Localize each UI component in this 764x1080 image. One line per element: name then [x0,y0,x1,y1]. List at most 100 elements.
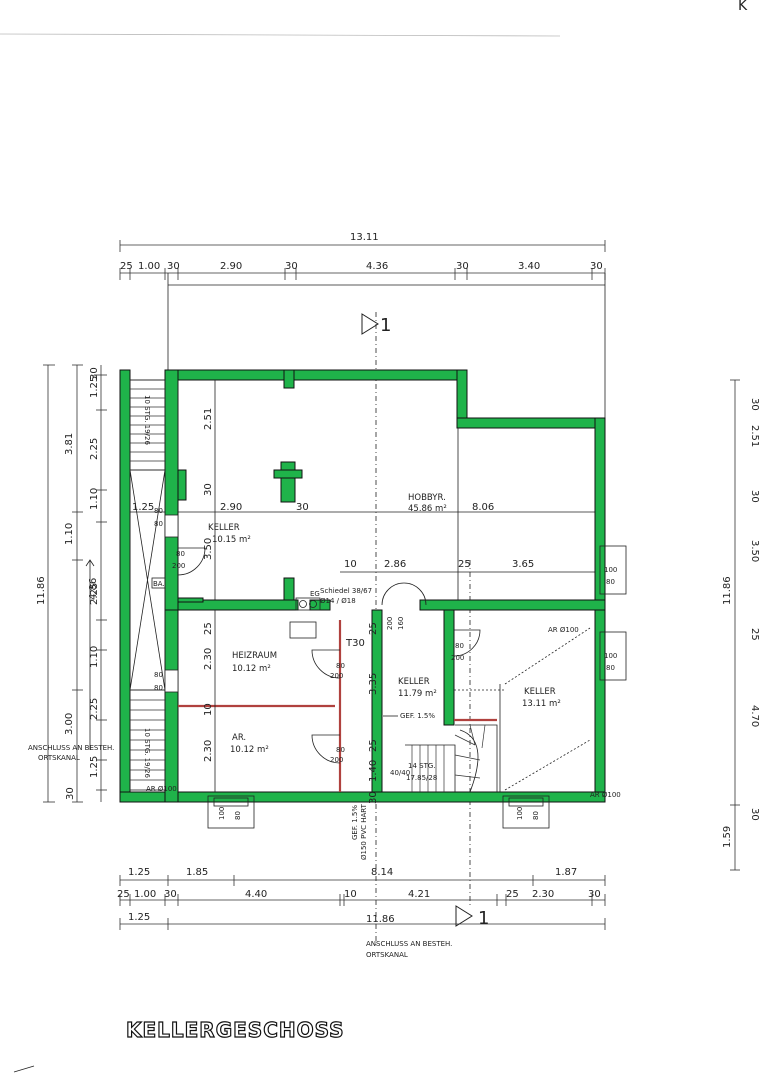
walls [119,369,606,803]
inner-dim: 8.06 [472,502,494,513]
ba-label: BA. [153,580,165,588]
dim-right-total: 11.86 [722,576,733,605]
stair-label: 10 STG. 19/26 [143,395,151,445]
doors [164,514,481,764]
window-label: 80 [532,811,540,820]
annotations: Schiedel 38/67 Ø14 / Ø18 T30 AR Ø100 AR … [28,559,621,959]
room-area-ar: 10.12 m² [230,745,269,755]
room-name-ar: AR. [232,733,246,743]
inner-dim: 2.30 [203,740,214,762]
dim-bottom-row2: 1.00 [134,889,156,900]
dim-top-seg: 30 [590,261,603,272]
window-label: 100 [516,807,524,820]
dim-right-inner: 2.51 [749,425,760,447]
dim-left-inner: 2.25 [89,438,100,460]
room-name-keller2: KELLER [398,677,430,687]
dim-left-inner: 1.25 [89,756,100,778]
room-name-hobby: HOBBYR. [408,493,446,503]
room-area-heiz: 10.12 m² [232,664,271,674]
stair-inner-ratio: 17.85/28 [406,774,437,782]
door-label: 200 [386,617,394,630]
anschluss-bottom-line1: ANSCHLUSS AN BESTEH. [366,940,452,948]
plan-title: KELLERGESCHOSS [125,1017,345,1042]
door-label: 80 [176,550,185,558]
window-label: 100 [604,652,617,660]
inner-dim: 2.90 [220,502,242,513]
door-label: 200 [330,756,343,764]
room-area-keller1: 10.15 m² [212,535,251,545]
inner-dim: 3.35 [368,673,379,695]
window-label: 100 [604,566,617,574]
section-marker-top: 1 [380,315,391,336]
inner-dim: 1.40 [368,760,379,782]
dim-left-inner: 2.25 [89,583,100,605]
inner-dim: 25 [203,622,214,635]
door-label: 80 [154,671,163,679]
chimney: EG [289,590,321,639]
dim-bottom-row1: 1.25 [128,867,150,878]
schiedel-sub-label: Ø14 / Ø18 [320,597,356,605]
inner-dim: 2.86 [384,559,406,570]
dim-left-mid: 4.86 [88,578,99,600]
ar-label: AR Ø100 [146,785,177,793]
t30-label: T30 [345,638,365,649]
anschluss-left-line2: ORTSKANAL [38,754,80,762]
inner-dim: 3.50 [203,538,214,560]
door-label: 200 [451,654,464,662]
stair-label: 10 STG. 19/26 [143,728,151,778]
door-label: 80 [154,684,163,692]
room-name-keller1: KELLER [208,523,240,533]
gef-label: GEF. 1.5% [400,712,435,720]
dim-left-inner: 2.25 [89,698,100,720]
gef-vertical-label: GEF. 1.5% [351,805,359,840]
dim-bottom-row3: 11.86 [366,914,395,925]
dim-bottom-row2: 2.30 [532,889,554,900]
right-dimensions: 11.86 1.59 30 2.51 30 3.50 25 4.70 30 [722,379,760,871]
inner-dim: 10 [344,559,357,570]
stair-inner: 14 STG. 17.85/28 [405,724,498,793]
door-labels: 80 200 80 200 80 200 80 200 200 160 80 8… [154,507,464,764]
dim-right-inner: 25 [749,628,760,641]
room-name-keller3: KELLER [524,687,556,697]
inner-dim: 30 [203,483,214,496]
inner-dim: 10 [203,703,214,716]
top-dimensions: 13.11 25 1.00 30 2.90 30 4.36 30 3.40 30 [119,232,606,420]
dim-left-inner: 30 [89,367,100,380]
door-label: 80 [336,746,345,754]
dim-bottom-row1: 1.87 [555,867,577,878]
room-area-keller2: 11.79 m² [398,689,437,699]
window-label: 100 [218,807,226,820]
stair-upper-left: 10 STG. 19/26 [129,379,166,471]
stair-inner-label: 14 STG. [408,762,436,770]
dim-bottom-row2: 30 [164,889,177,900]
inner-dim: 30 [296,502,309,513]
inner-dim: 25 [368,739,379,752]
section-marker-bottom: 1 [478,908,489,929]
window-label: 80 [234,811,242,820]
inner-dim: 2.30 [203,648,214,670]
dim-top-total: 13.11 [350,232,379,243]
dim-top-seg: 4.36 [366,261,388,272]
inner-dim: 1.25 [132,502,154,513]
inner-dimensions: 2.51 30 1.25 2.90 30 8.06 3.50 10 2.86 2… [132,380,534,804]
windows: 100 80 100 80 100 80 100 80 [207,545,627,829]
door-label: 80 [154,520,163,528]
dim-right-bottom: 1.59 [722,826,733,848]
room-area-keller3: 13.11 m² [522,699,561,709]
inner-dim: 3.65 [512,559,534,570]
dim-left-inner: 1.10 [89,488,100,510]
dim-bottom-row1: 1.85 [186,867,208,878]
dim-right-inner: 30 [749,398,760,411]
dim-bottom-row2: 30 [588,889,601,900]
dim-bottom-row1: 8.14 [371,867,393,878]
ar-label: AR Ø100 [548,626,579,634]
dim-top-seg: 25 [120,261,133,272]
dim-right-inner: 30 [749,808,760,821]
dim-left-total: 11.86 [36,576,47,605]
dim-right-inner: 30 [749,490,760,503]
room-labels: HOBBYR. 45.86 m² KELLER 10.15 m² HEIZRAU… [208,493,561,755]
inner-dim: 25 [458,559,471,570]
dim-right-inner: 4.70 [749,705,760,727]
inner-dim: 2.51 [203,408,214,430]
